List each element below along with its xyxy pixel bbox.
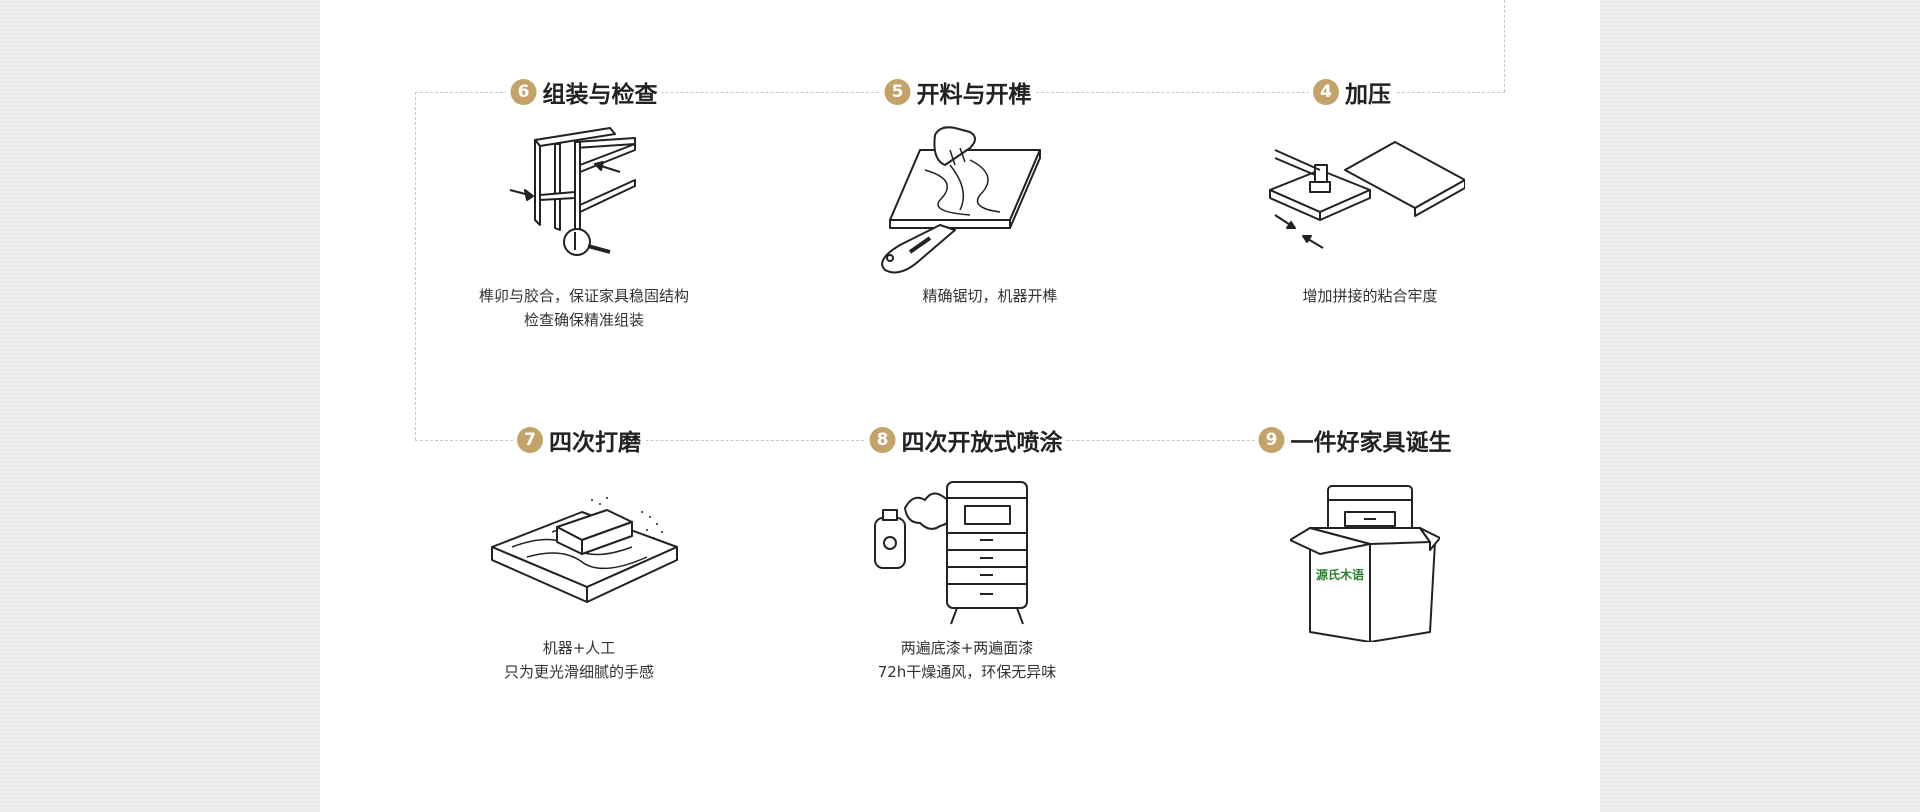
brand-logo-text: 源氏木语: [1315, 568, 1364, 582]
step-number-badge: 8: [869, 427, 896, 453]
step-number-badge: 7: [517, 427, 543, 453]
packaged-furniture-icon: 源氏木语: [1290, 482, 1440, 642]
step-title-text: 组装与检查: [542, 82, 658, 108]
step-title-pressing: 4 加压: [1309, 75, 1395, 109]
step-number-badge: 5: [884, 79, 911, 105]
connector-line: [415, 92, 416, 440]
step-title-text: 一件好家具诞生: [1290, 430, 1452, 456]
step-description: 机器+人工 只为更光滑细腻的手感: [503, 639, 655, 681]
step-title-text: 四次打磨: [549, 430, 641, 456]
connector-line: [415, 440, 1315, 441]
step-title-assembly: 6 组装与检查: [506, 75, 662, 109]
step-title-text: 四次开放式喷涂: [901, 430, 1063, 456]
step-number-badge: 9: [1258, 427, 1285, 453]
step-title-spraying: 8 四次开放式喷涂: [865, 423, 1067, 457]
spray-paint-icon: [865, 478, 1045, 628]
step-title-finished: 9 一件好家具诞生: [1254, 423, 1456, 457]
step-description: 两遍底漆+两遍面漆 72h干燥通风，环保无异味: [877, 639, 1057, 681]
step-title-cutting: 5 开料与开榫: [880, 75, 1036, 109]
press-icon: [1265, 130, 1465, 260]
step-number-badge: 6: [510, 79, 537, 105]
assembly-icon: [495, 120, 675, 260]
step-title-sanding: 7 四次打磨: [513, 423, 645, 457]
process-panel: 6 组装与检查 榫卯与胶合，保证家具稳固结构 检查确保精准组装 5 开料与开榫: [320, 0, 1600, 812]
step-title-text: 开料与开榫: [916, 82, 1032, 108]
step-description: 榫卯与胶合，保证家具稳固结构 检查确保精准组装: [478, 287, 690, 329]
step-number-badge: 4: [1313, 79, 1339, 105]
sanding-icon: [482, 492, 682, 612]
saw-cutting-icon: [870, 120, 1050, 280]
step-description: 增加拼接的粘合牢度: [1302, 287, 1438, 305]
connector-line: [1504, 0, 1505, 92]
step-title-text: 加压: [1345, 82, 1391, 108]
step-description: 精确锯切，机器开榫: [922, 287, 1058, 305]
